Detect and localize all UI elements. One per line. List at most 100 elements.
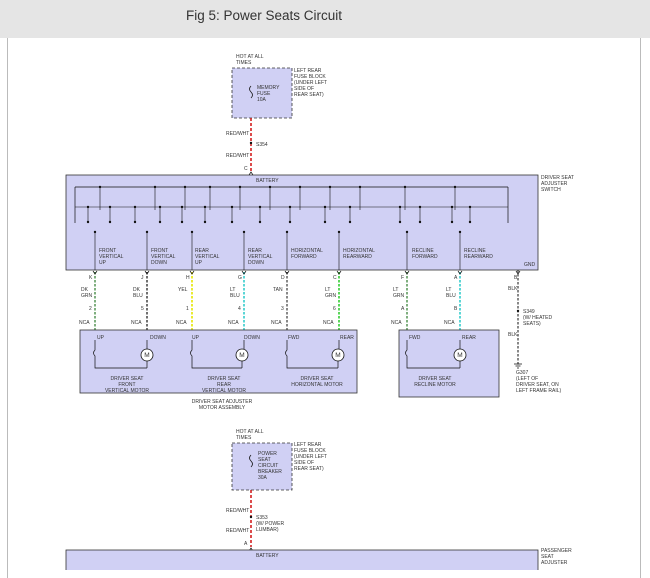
splice-s349 xyxy=(516,309,520,313)
splice-label: S354 xyxy=(256,142,268,148)
motor-name-label: RECLINE MOTOR xyxy=(414,382,456,388)
switch-function-label: VERTICAL xyxy=(151,254,176,260)
fuse-source-label: TIMES xyxy=(236,435,252,441)
splice-label: S349 xyxy=(523,309,535,315)
wire-color-label: DK xyxy=(81,287,89,293)
switch-contact xyxy=(203,220,207,224)
ground-location-label: DRIVER SEAT, ON xyxy=(516,382,559,388)
splice-label: (W/ POWER xyxy=(256,521,284,527)
motor-name-label: HORIZONTAL MOTOR xyxy=(291,382,343,388)
switch-function-label: UP xyxy=(99,260,107,266)
breaker-symbol xyxy=(249,454,253,468)
motor-symbol-label: M xyxy=(335,352,340,359)
pin-label: 6 xyxy=(333,306,336,312)
switch-name-label: DRIVER SEAT xyxy=(541,175,574,181)
wire-color-label: BLK xyxy=(508,286,518,292)
passenger-seat-adjuster-switch xyxy=(65,549,539,570)
switch-function-label: UP xyxy=(195,260,203,266)
switch-contact xyxy=(86,220,90,224)
switch-contact xyxy=(405,230,409,234)
pin-label: 4 xyxy=(238,306,241,312)
switch-function-label: FORWARD xyxy=(412,254,438,260)
memory-fuse-label: MEMORY xyxy=(257,85,280,91)
battery-label: BATTERY xyxy=(256,553,279,559)
switch-contact xyxy=(288,220,292,224)
memory-fuse-box xyxy=(231,67,293,119)
connector-arrow xyxy=(144,270,150,275)
fuse-symbol xyxy=(249,85,253,99)
fuse-source-label: HOT AT ALL xyxy=(236,54,264,60)
connector-arrow xyxy=(336,270,342,275)
battery-label: BATTERY xyxy=(256,178,279,184)
motor-symbol-label: M xyxy=(239,352,244,359)
switch-contact xyxy=(258,220,262,224)
motor-terminal-label: REAR xyxy=(340,335,354,341)
switch-contact xyxy=(108,220,112,224)
switch-function-label: DOWN xyxy=(151,260,167,266)
pin-label: 1 xyxy=(186,306,189,312)
switch-function-label: DOWN xyxy=(248,260,264,266)
switch-contact xyxy=(285,230,289,234)
connector-arrow xyxy=(404,270,410,275)
motor-terminal-label: FWD xyxy=(409,335,421,341)
ground-location-label: G307 xyxy=(516,370,528,376)
motor-name-label: REAR xyxy=(217,382,231,388)
connector-arrow xyxy=(189,270,195,275)
connector-arrow xyxy=(248,171,254,176)
wire-color-label: BLU xyxy=(230,293,240,299)
motor-symbol-label: M xyxy=(144,352,149,359)
pin-label: B xyxy=(514,275,518,281)
ground-location-label: LEFT FRAME RAIL) xyxy=(516,388,562,394)
nca-label: NCA xyxy=(323,320,334,326)
splice-s353 xyxy=(249,515,253,519)
switch-contact xyxy=(323,220,327,224)
pin-label: K xyxy=(89,275,93,281)
pin-label: J xyxy=(141,275,144,281)
switch-name-label: ADJUSTER xyxy=(541,181,568,187)
switch-contact xyxy=(468,220,472,224)
motor-name-label: VERTICAL MOTOR xyxy=(105,388,149,394)
wire-color-label: RED/WHT xyxy=(226,131,249,137)
switch-function-label: HORIZONTAL xyxy=(343,248,375,254)
switch-function-label: REAR xyxy=(195,248,209,254)
pin-label: F xyxy=(401,275,404,281)
motor-name-label: DRIVER SEAT xyxy=(111,376,144,382)
switch-contact xyxy=(133,220,137,224)
driver-seat-adjuster-motor-assembly xyxy=(79,329,358,394)
switch-contact xyxy=(398,220,402,224)
motor-lead xyxy=(190,340,242,369)
motor-name-label: DRIVER SEAT xyxy=(301,376,334,382)
switch-contact xyxy=(158,220,162,224)
motor-terminal-label: DOWN xyxy=(244,335,260,341)
fuse-block-location-label: (UNDER LEFT xyxy=(294,454,327,460)
fuse-block-location-label: FUSE BLOCK xyxy=(294,448,326,454)
motor-assembly-label: DRIVER SEAT ADJUSTER xyxy=(192,399,253,405)
wire-color-label: LT xyxy=(325,287,330,293)
wire-color-label: RED/WHT xyxy=(226,528,249,534)
wire-color-label: BLU xyxy=(133,293,143,299)
wire-color-label: BLU xyxy=(446,293,456,299)
fuse-block-location-label: SIDE OF xyxy=(294,460,314,466)
wire-color-label: BLK xyxy=(508,332,518,338)
nca-label: NCA xyxy=(271,320,282,326)
connector-arrow xyxy=(92,270,98,275)
breaker-label: CIRCUIT xyxy=(258,463,278,469)
motor-terminal-label: UP xyxy=(192,335,200,341)
power-seat-breaker-box xyxy=(231,442,293,491)
motor-assembly-label: MOTOR ASSEMBLY xyxy=(199,405,246,411)
motor-name-label: FRONT xyxy=(118,382,135,388)
nca-label: NCA xyxy=(391,320,402,326)
nca-label: NCA xyxy=(444,320,455,326)
figure-header: Fig 5: Power Seats Circuit xyxy=(0,0,650,38)
switch-function-label: RECLINE xyxy=(412,248,434,254)
motor-lead xyxy=(93,340,147,369)
breaker-label: BREAKER xyxy=(258,469,282,475)
switch-contact xyxy=(230,220,234,224)
switch-contact xyxy=(242,230,246,234)
breaker-label: 30A xyxy=(258,475,268,481)
switch-function-label: FRONT xyxy=(99,248,116,254)
wire-color-label: RED/WHT xyxy=(226,508,249,514)
switch-contact xyxy=(190,230,194,234)
switch-contact xyxy=(93,230,97,234)
